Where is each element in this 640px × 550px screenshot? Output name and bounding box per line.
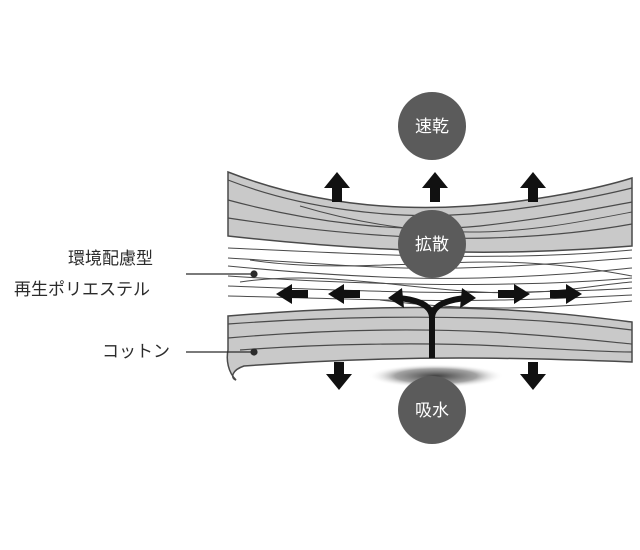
right-arrow-icon [498,284,530,304]
down-arrow-icon [520,362,546,390]
right-arrow-icon [550,284,582,304]
left-arrow-icon [276,284,308,304]
polyester-strand [227,275,633,286]
up-arrow-icon [422,172,448,202]
evaporation-arrows [324,172,546,202]
cotton-label: コットン [102,342,170,362]
cotton-strand [227,329,633,345]
polyester-strand [227,257,633,269]
polyester-strand [227,247,633,257]
polyester-strand [249,259,633,277]
quick-dry-label: 速乾 [415,117,449,137]
top-fiber-strand [227,217,633,239]
polyester-label-line2: 再生ポリエステル [14,280,150,300]
top-fiber-strand [227,179,633,217]
left-arrow-icon [328,284,360,304]
polyester-strand [239,277,633,294]
absorption-arrows [326,362,546,390]
absorb-badge: 吸水 [398,376,466,444]
up-arrow-icon [324,172,350,202]
polyester-label-line1: 環境配慮型 [68,249,153,269]
cotton-strand [239,343,633,353]
moisture-shadow [368,364,504,388]
diffuse-label: 拡散 [415,235,449,255]
up-arrow-icon [520,172,546,202]
diffuse-badge: 拡散 [398,210,466,278]
wicking-arrowhead-left [388,288,404,308]
diffusion-arrows [276,284,582,304]
top-fiber-strand [299,205,633,233]
polyester-strand [227,265,633,279]
top-fiber-strand [227,199,633,230]
cotton-leader-dot [250,348,258,356]
leader-lines [186,270,258,356]
down-arrow-icon [326,362,352,390]
absorb-label: 吸水 [415,401,449,421]
wicking-arrowhead-right [460,288,476,308]
cotton-strand [227,316,633,331]
quick-dry-badge: 速乾 [398,92,466,160]
polyester-leader-dot [250,270,258,278]
